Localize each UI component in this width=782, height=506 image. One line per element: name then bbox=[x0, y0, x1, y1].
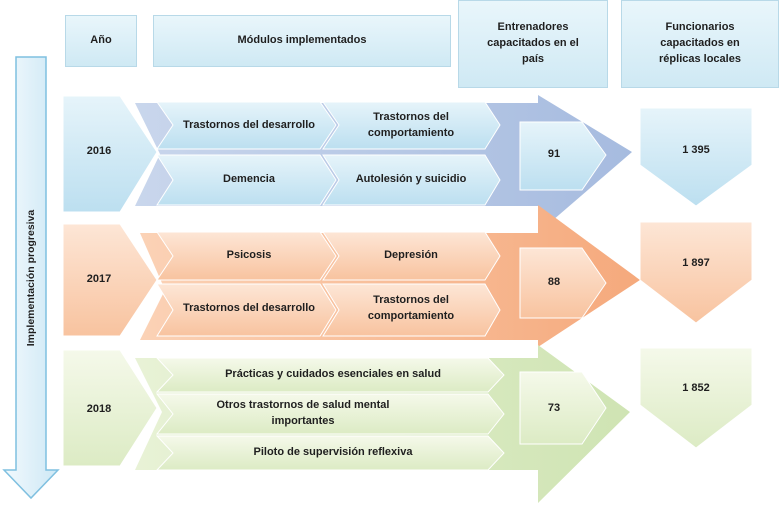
module-2016-3-shape bbox=[156, 154, 337, 206]
module-2018-1: Prácticas y cuidados esenciales en salud bbox=[225, 368, 441, 381]
trainers-2018-shape bbox=[519, 371, 607, 445]
officials-2018: 1 852 bbox=[682, 382, 710, 395]
year-2017: 2017 bbox=[86, 273, 112, 286]
module-2017-4: Trastornos del comportamiento bbox=[367, 294, 455, 322]
module-2017-1-shape bbox=[156, 231, 337, 281]
module-2018-2-shape bbox=[155, 393, 505, 435]
module-2018-2: Otros trastornos de salud mental importa… bbox=[216, 399, 390, 427]
header-trainers: Entrenadores capacitados en el país bbox=[458, 0, 608, 88]
officials-2016-shape bbox=[639, 107, 753, 207]
module-2017-2-shape bbox=[322, 231, 501, 281]
module-2017-1: Psicosis bbox=[226, 249, 272, 262]
module-2016-1: Trastornos del desarrollo bbox=[182, 119, 316, 132]
module-2018-3: Piloto de supervisión reflexiva bbox=[253, 446, 413, 459]
trainers-2017: 88 bbox=[547, 276, 561, 289]
module-2018-3-shape bbox=[155, 435, 505, 471]
module-2017-3-shape bbox=[156, 283, 337, 337]
module-2016-2: Trastornos del comportamiento bbox=[367, 111, 455, 139]
module-2017-4-shape bbox=[322, 283, 501, 337]
progression-arrow bbox=[2, 56, 60, 500]
module-2016-4: Autolesión y suicidio bbox=[355, 173, 467, 186]
row-2017-year-chevron bbox=[62, 223, 158, 337]
row-2018-year-chevron bbox=[62, 349, 158, 467]
trainers-2017-shape bbox=[519, 247, 607, 319]
officials-2017: 1 897 bbox=[682, 257, 710, 270]
trainers-2018: 73 bbox=[547, 402, 561, 415]
year-2016: 2016 bbox=[86, 145, 112, 158]
module-2016-1-shape bbox=[156, 101, 337, 150]
trainers-2016: 91 bbox=[547, 148, 561, 161]
header-year: Año bbox=[65, 15, 137, 67]
module-2016-2-shape bbox=[322, 101, 501, 150]
module-2017-3: Trastornos del desarrollo bbox=[182, 302, 316, 315]
progression-label: Implementación progresiva bbox=[25, 209, 37, 347]
officials-2018-shape bbox=[639, 347, 753, 449]
header-modules: Módulos implementados bbox=[153, 15, 451, 67]
year-2018: 2018 bbox=[86, 403, 112, 416]
module-2016-4-shape bbox=[322, 154, 501, 206]
header-officials: Funcionarios capacitados en réplicas loc… bbox=[621, 0, 779, 88]
module-2016-3: Demencia bbox=[223, 173, 275, 186]
officials-2016: 1 395 bbox=[682, 144, 710, 157]
module-2017-2: Depresión bbox=[384, 249, 438, 262]
trainers-2016-shape bbox=[519, 121, 607, 191]
officials-2017-shape bbox=[639, 221, 753, 324]
row-2016-year-chevron bbox=[62, 95, 158, 213]
module-2018-1-shape bbox=[155, 357, 505, 393]
